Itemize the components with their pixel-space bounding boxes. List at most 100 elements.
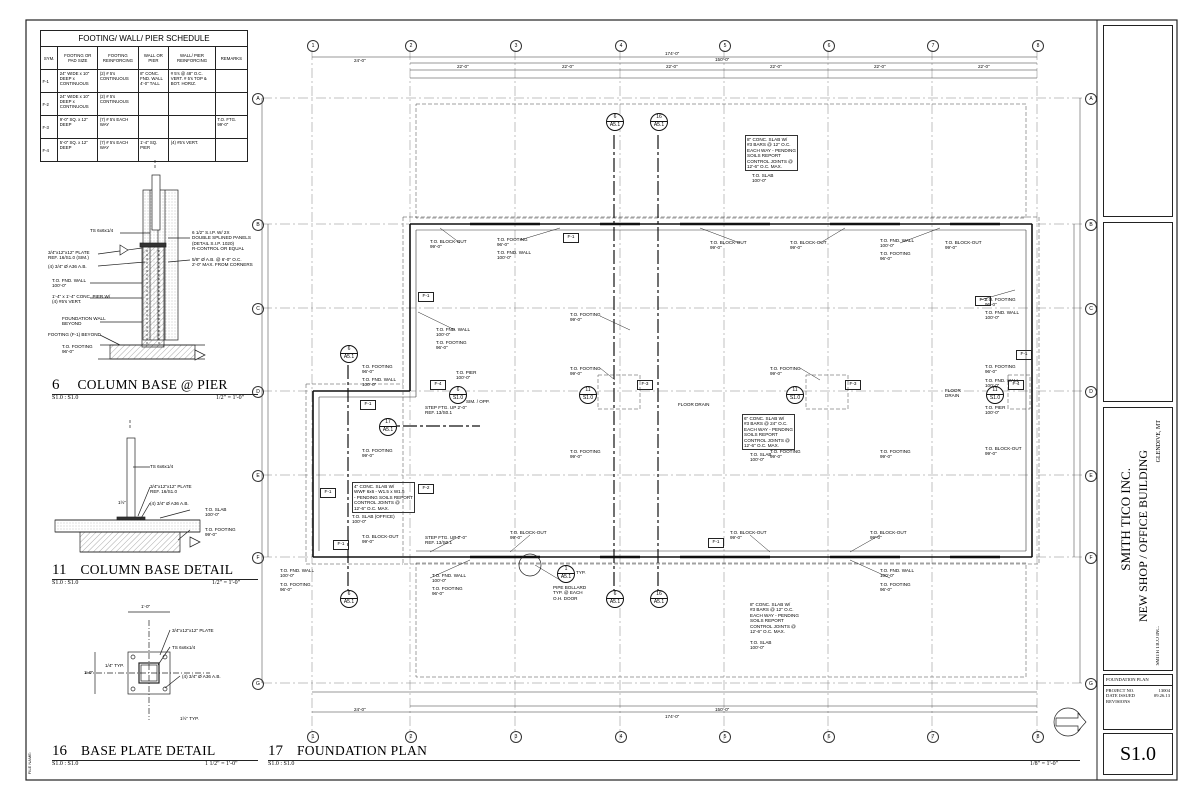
dim-sub-2: 22'-0" (562, 64, 574, 69)
table-cell: T.O. FTG. 99'-0" (214, 115, 249, 139)
table-cell: (2) # 5's CONTINUOUS (97, 69, 139, 93)
label-fndwall: T.O. FND. WALL 100'-0" (280, 568, 315, 579)
table-cell: F-1 (39, 69, 59, 93)
footing-tag-f4: F-4 (1008, 380, 1024, 390)
footing-tag-f1: F-1 (708, 538, 724, 548)
table-cell (214, 138, 249, 162)
label-blockout: T.O. BLOCK-OUT 99'-0" (710, 240, 747, 251)
grid-bubble-1: 1 (307, 40, 319, 52)
d16-title-block: 16 BASE PLATE DETAIL (52, 742, 258, 761)
grid-bubble-7: 7 (927, 40, 939, 52)
grid-bubble-d: D (252, 386, 264, 398)
d17-title-block: 17 FOUNDATION PLAN (268, 742, 1080, 761)
table-cell (214, 92, 249, 116)
foundation-plan (261, 50, 1087, 740)
label-floor-drain2: FLOOR DRAIN (945, 388, 961, 399)
d11-scale: 1/2" = 1'-0" (212, 580, 241, 586)
dim-sub-4: 22'-0" (770, 64, 782, 69)
table-row: F-4 5'-0" SQ. x 12" DEEP (7) # 5's EACH … (39, 138, 249, 162)
label-pier: T.O. PIER 100'-0" (985, 405, 1006, 416)
label-fndwall: T.O. FND. WALL 100'-0" (497, 250, 532, 261)
title-block-project-box: SMITH TICO INC. NEW SHOP / OFFICE BUILDI… (1103, 407, 1173, 671)
grid-bubble-e: E (252, 470, 264, 482)
label-slab: T.O. SLAB 100'-0" (750, 452, 772, 463)
d16-note-left: 1'-0" (84, 670, 94, 675)
grid-bubble-a-right: A (1085, 93, 1097, 105)
schedule-header-size: FOOTING OR PAD SIZE (57, 46, 99, 70)
d17-scale: 1/8" = 1'-0" (1030, 761, 1059, 767)
d11-note-ab: (4) 3/4" Ø A36 A.B. (150, 501, 189, 506)
schedule-header-row: SYM. FOOTING OR PAD SIZE FOOTING REINFOR… (39, 46, 249, 70)
label-pier: T.O. PIER 100'-0" (456, 370, 477, 381)
schedule-table: SYM. FOOTING OR PAD SIZE FOOTING REINFOR… (39, 46, 249, 162)
label-blockout: T.O. BLOCK-OUT 99'-0" (730, 530, 767, 541)
file-name-label: FILE NAME: (27, 752, 32, 775)
table-cell (168, 115, 216, 139)
table-row: F-2 24" WIDE x 10" DEEP x CONTINUOUS (2)… (39, 92, 249, 116)
d6-note-pier: 1'-4" x 1'-4" CONC. PIER W/ (4) #5's VER… (52, 294, 111, 305)
label-slab: T.O. SLAB 100'-0" (752, 173, 774, 184)
d16-note-inner: 1/4" TYP. (105, 663, 124, 668)
table-cell: F-4 (39, 138, 59, 162)
d16-note-typ: 1½" TYP. (180, 716, 199, 721)
grid-bubble-6-bottom: 6 (823, 731, 835, 743)
d6-number: 6 (52, 377, 60, 393)
label-slab-note-office: 4" CONC. SLAB W/ WWF 6x6 - W1.5 x W1.5 -… (352, 482, 415, 514)
label-footing99: T.O. FOOTING 99'-0" (570, 449, 601, 460)
dim-overall-bottom: 150'-0" (715, 707, 730, 712)
label-step: STEP FTG. UP 2'-0" REF. 13/S0.1 (425, 405, 467, 416)
grid-bubble-3-bottom: 3 (510, 731, 522, 743)
label-fndwall: T.O. FND. WALL 100'-0" (880, 568, 915, 579)
table-cell: 5'-0" SQ. x 12" DEEP (57, 138, 99, 162)
sheet-border (25, 19, 1178, 781)
grid-bubble-3: 3 (510, 40, 522, 52)
label-blockout: T.O. BLOCK-OUT 99'-0" (510, 530, 547, 541)
d16-note-ts: TS 6x6x1/4 (172, 645, 196, 650)
label-footing99: T.O. FOOTING 99'-0" (570, 312, 601, 323)
table-cell: 1'-4" SQ. PIER (137, 138, 170, 162)
d11-note-slab: T.O. SLAB 100'-0" (205, 507, 227, 518)
dim-edge-top: 24'-0" (354, 58, 366, 63)
d17-ref: S1.0 : S1.0 (268, 761, 295, 767)
table-cell: 8" CONC. FND. WALL 4'-0" TALL (137, 69, 170, 93)
table-cell: (2) # 5's CONTINUOUS (97, 92, 139, 116)
dim-sub-5: 22'-0" (874, 64, 886, 69)
d6-note-wallbeyond: FOUNDATION WALL BEYOND (62, 316, 106, 327)
footing-tag-f3: F-3 (845, 380, 861, 390)
label-floor-drain: FLOOR DRAIN (678, 402, 710, 407)
d16-number: 16 (52, 743, 67, 759)
label-slab: T.O. SLAB 100'-0" (750, 640, 772, 651)
label-footing96: T.O. FOOTING 96'-0" (880, 582, 911, 593)
label-footing99: T.O. FOOTING 99'-0" (770, 449, 801, 460)
schedule-title: FOOTING/ WALL/ PIER SCHEDULE (40, 30, 248, 46)
grid-bubble-a: A (252, 93, 264, 105)
project-name: NEW SHOP / OFFICE BUILDING (1136, 450, 1150, 623)
table-cell: 9'-0" SQ. x 12" DEEP (57, 115, 99, 139)
label-fndwall: T.O. FND. WALL 100'-0" (362, 377, 397, 388)
schedule-header-sym: SYM. (39, 46, 59, 70)
dim-outer-bottom: 174'-0" (665, 714, 680, 719)
label-blockout: T.O. BLOCK-OUT 99'-0" (945, 240, 982, 251)
footing-tag-f1: F-1 (333, 540, 349, 550)
label-bollard: PIPE BOLLARD TYP. @ EACH O.H. DOOR (553, 585, 587, 601)
dim-sub-3: 22'-0" (666, 64, 678, 69)
grid-bubble-2: 2 (405, 40, 417, 52)
d6-title: COLUMN BASE @ PIER (77, 377, 228, 392)
d11-note-plate: 3/4"x12"x12" PLATE REF. 16/S1.0 (150, 484, 192, 495)
project-number: 13004 (1158, 687, 1170, 693)
table-cell (137, 115, 170, 139)
detail-11-drawing (54, 420, 201, 553)
d11-note-tofoot: T.O. FOOTING 99'-0" (205, 527, 236, 538)
